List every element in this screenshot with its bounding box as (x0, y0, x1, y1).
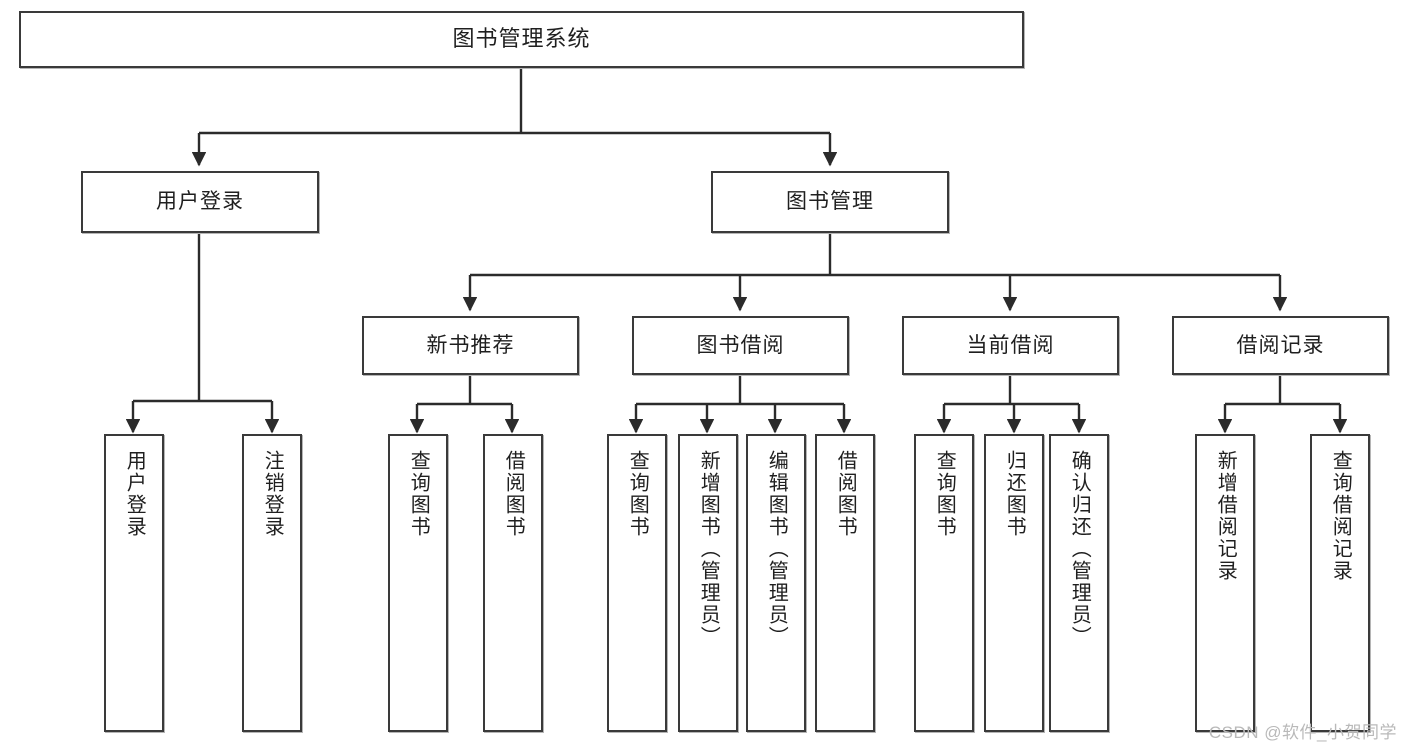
node-label: 当前借阅 (966, 333, 1055, 357)
node-label: 注销登录 (261, 450, 284, 538)
node-label: 查询图书 (407, 450, 430, 538)
watermark-csdn: CSDN @软件_小贺同学 (1208, 723, 1397, 742)
node-user-login[interactable]: 用户登录 (81, 171, 319, 233)
leaf-borrow-book-recommend[interactable]: 借阅图书 (483, 434, 543, 732)
leaf-user-login[interactable]: 用户登录 (104, 434, 164, 732)
leaf-query-book-borrow[interactable]: 查询图书 (607, 434, 667, 732)
node-label: 借阅图书 (502, 450, 525, 538)
leaf-query-book-current[interactable]: 查询图书 (914, 434, 974, 732)
leaf-confirm-return-admin[interactable]: 确认归还（管理员） (1049, 434, 1109, 732)
leaf-add-book-admin[interactable]: 新增图书（管理员） (678, 434, 738, 732)
node-book-borrow[interactable]: 图书借阅 (632, 316, 849, 375)
leaf-edit-book-admin[interactable]: 编辑图书（管理员） (746, 434, 806, 732)
leaf-return-book[interactable]: 归还图书 (984, 434, 1044, 732)
node-label: 新增借阅记录 (1214, 450, 1237, 582)
node-label: 查询图书 (626, 450, 649, 538)
node-label: 查询借阅记录 (1329, 450, 1352, 582)
node-label: 用户登录 (123, 450, 146, 538)
node-label: 图书管理 (786, 190, 874, 214)
node-label: 用户登录 (156, 190, 244, 214)
leaf-query-book-recommend[interactable]: 查询图书 (388, 434, 448, 732)
leaf-query-borrow-record[interactable]: 查询借阅记录 (1310, 434, 1370, 732)
node-label: 确认归还（管理员） (1068, 450, 1091, 648)
node-label: 归还图书 (1003, 450, 1026, 538)
node-new-book-recommend[interactable]: 新书推荐 (362, 316, 579, 375)
node-label: 新增图书（管理员） (697, 450, 720, 648)
node-label: 编辑图书（管理员） (765, 450, 788, 648)
leaf-logout[interactable]: 注销登录 (242, 434, 302, 732)
node-label: 借阅记录 (1236, 333, 1325, 357)
node-book-management[interactable]: 图书管理 (711, 171, 949, 233)
node-label: 查询图书 (933, 450, 956, 538)
leaf-borrow-book[interactable]: 借阅图书 (815, 434, 875, 732)
node-root-book-management-system[interactable]: 图书管理系统 (19, 11, 1024, 68)
node-label: 图书借阅 (696, 333, 785, 357)
node-label: 图书管理系统 (452, 26, 591, 52)
node-label: 借阅图书 (834, 450, 857, 538)
node-label: 新书推荐 (426, 333, 515, 357)
node-borrow-record[interactable]: 借阅记录 (1172, 316, 1389, 375)
node-current-borrow[interactable]: 当前借阅 (902, 316, 1119, 375)
leaf-add-borrow-record[interactable]: 新增借阅记录 (1195, 434, 1255, 732)
